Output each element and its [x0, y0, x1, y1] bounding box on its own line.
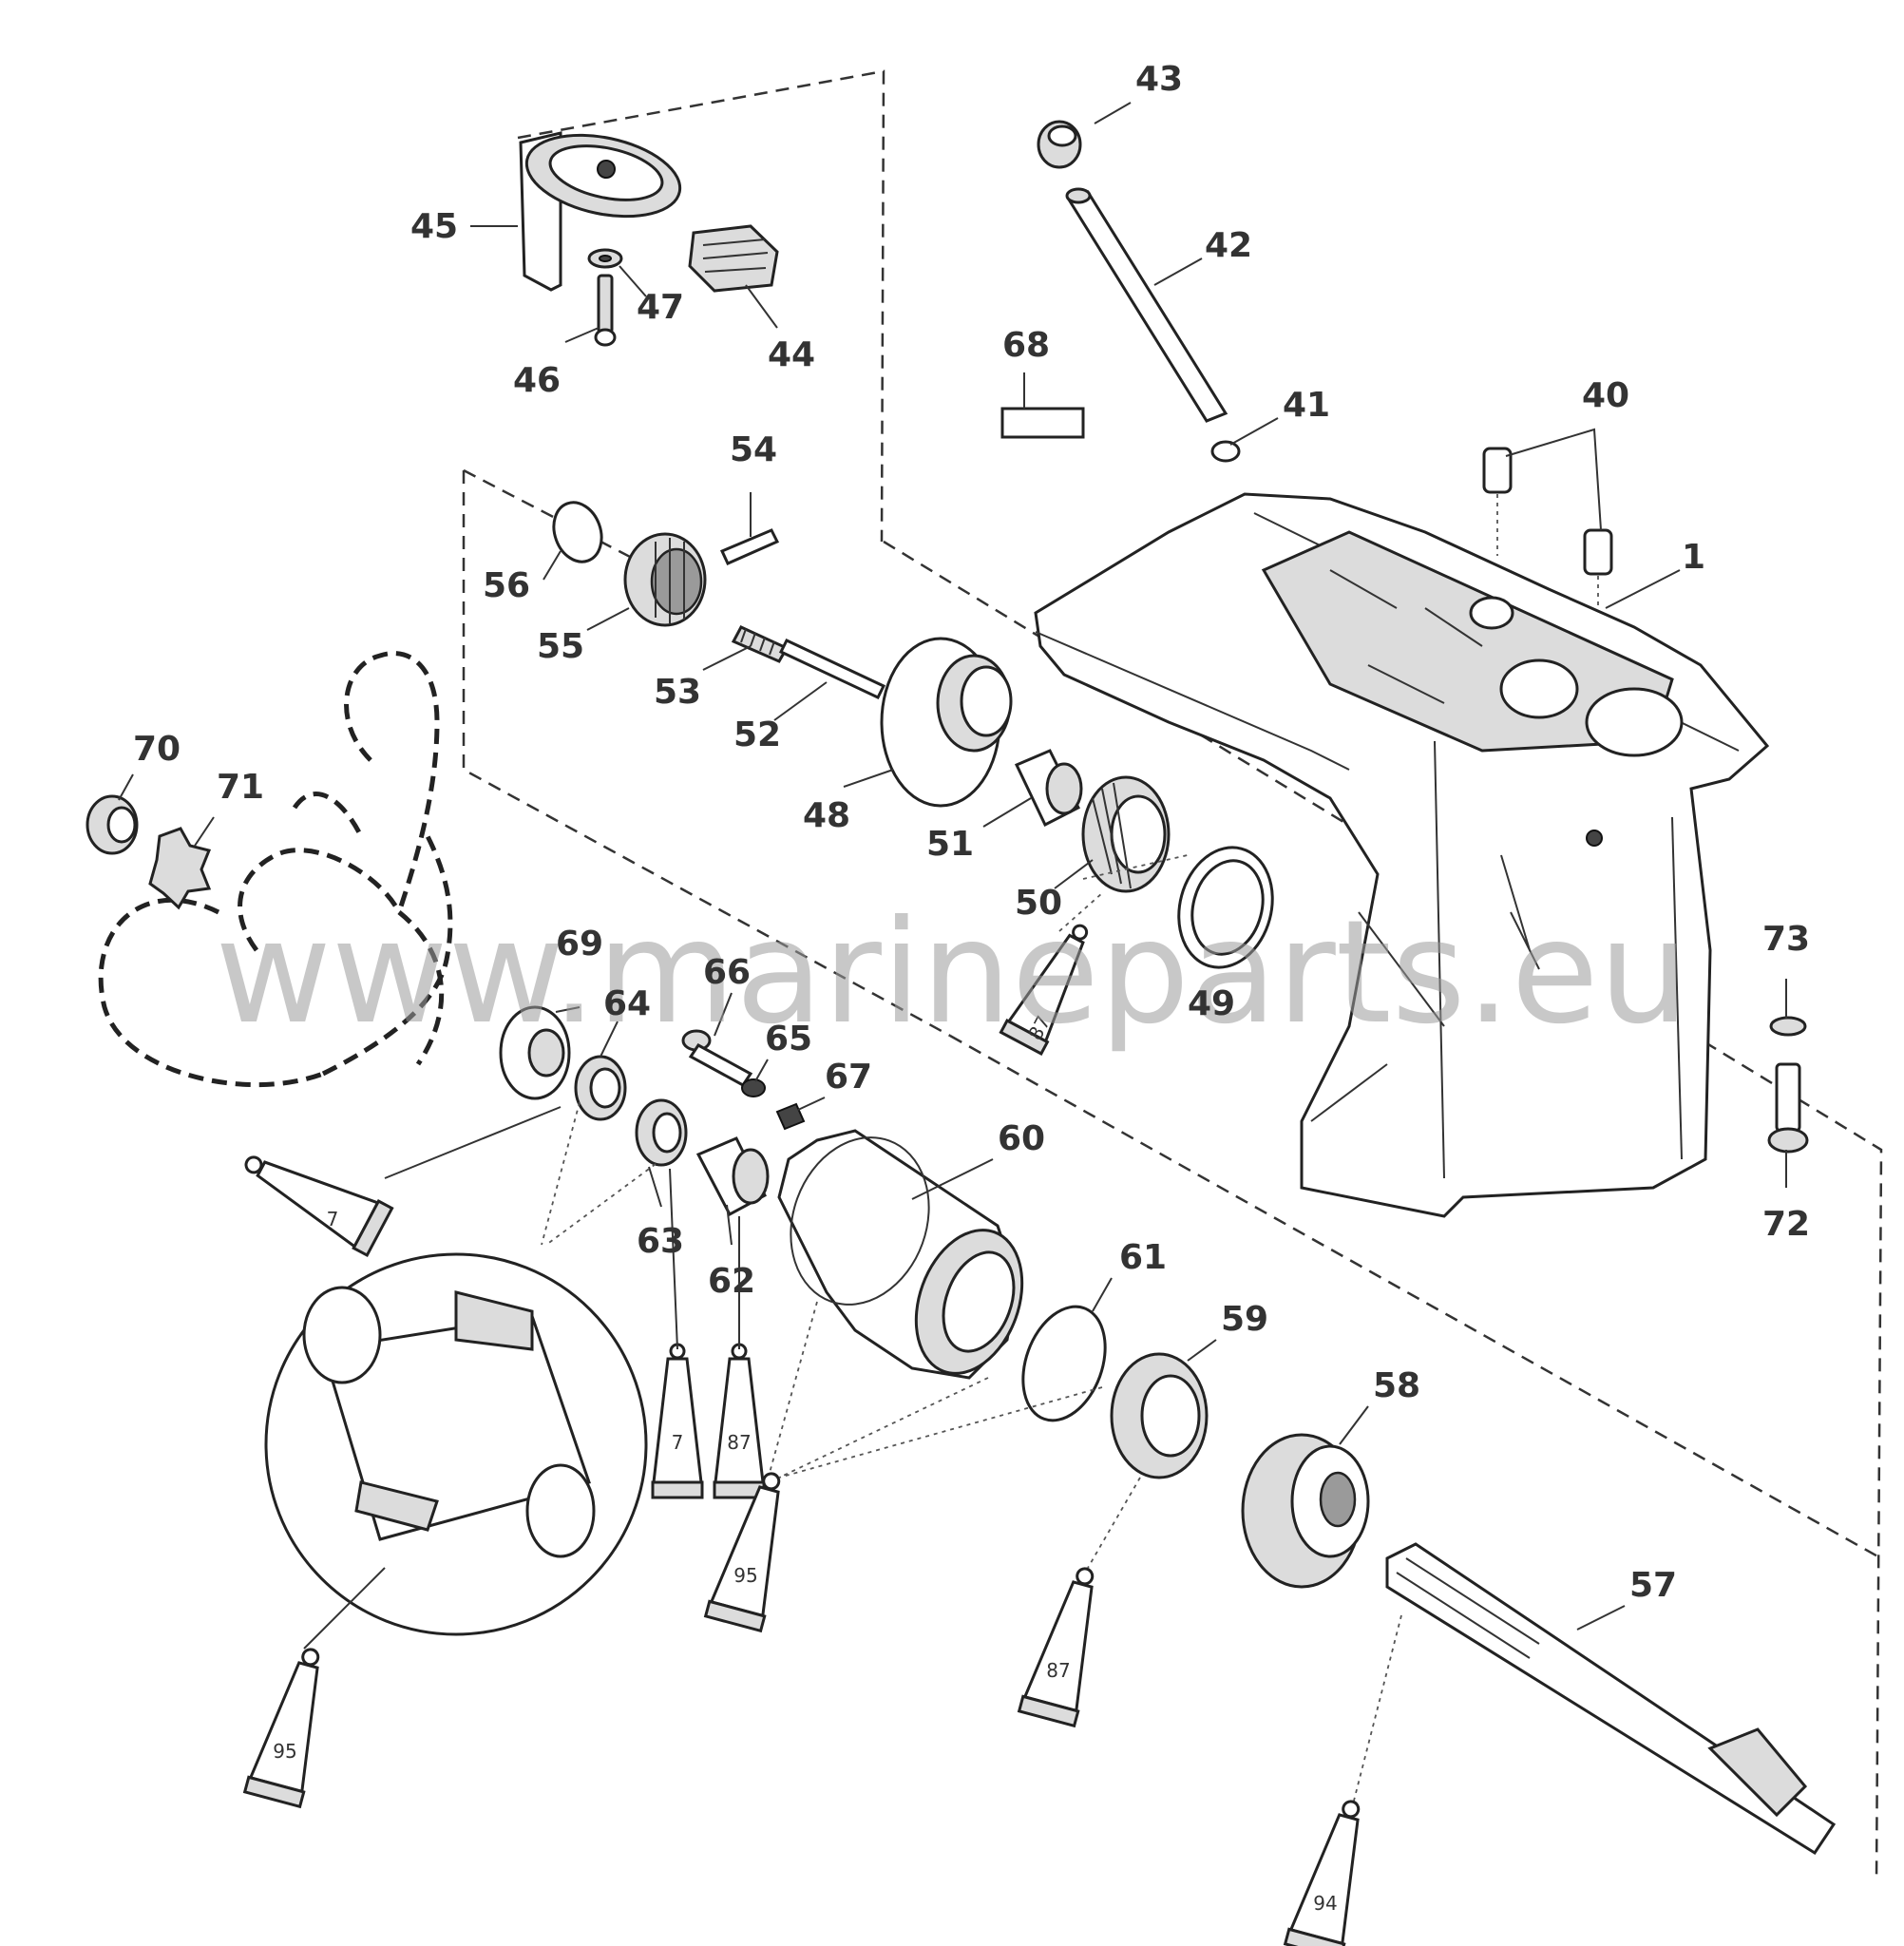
lubricant-tube-t-59: [1017, 1567, 1095, 1728]
part-1-gearcase-housing: [1034, 492, 1770, 1218]
part-50-tapered-bearing: [1081, 775, 1171, 893]
part-42-water-tube: [1065, 187, 1228, 423]
part-44-anode-block: [688, 224, 779, 293]
part-52-shift-shaft: [778, 639, 886, 699]
callout-69: 69: [556, 925, 603, 963]
part-57-propeller-shaft: [1385, 1542, 1837, 1856]
lubricant-tube-t-60: [703, 1472, 781, 1633]
part-59-ball-bearing: [1110, 1352, 1209, 1479]
part-49-bearing-cup: [1177, 846, 1274, 969]
part-63-seal: [635, 1098, 688, 1167]
part-69-thrust-hub: [499, 1005, 571, 1100]
part-67-insert: [775, 1102, 806, 1131]
callout-70: 70: [133, 730, 181, 769]
callout-73: 73: [1762, 920, 1810, 959]
callout-71: 71: [217, 768, 264, 807]
callout-68: 68: [1002, 326, 1050, 365]
callout-56: 56: [483, 566, 530, 605]
callout-40: 40: [1582, 376, 1629, 415]
callout-67: 67: [825, 1058, 872, 1097]
callout-41: 41: [1283, 386, 1330, 425]
callout-51: 51: [926, 825, 974, 864]
lubricant-tube-t-49: [999, 924, 1089, 1056]
part-72-bolt: [1767, 1062, 1809, 1154]
callout-49: 49: [1188, 984, 1235, 1023]
part-62-needle-bearing: [695, 1136, 770, 1217]
callout-numbers: 1 40 41 42 43 44 45 46 47 48 49 50 51 52…: [133, 60, 1810, 1605]
callout-59: 59: [1221, 1300, 1268, 1339]
callout-45: 45: [410, 207, 458, 246]
lubricant-code-t-64: 7: [327, 1208, 339, 1231]
detail-magnified-bushing: [264, 1252, 648, 1636]
part-41-seal: [1210, 440, 1241, 463]
part-55-clutch-dog: [623, 532, 707, 627]
lubricant-tube-t-63: [651, 1343, 704, 1499]
part-43-grommet: [1037, 120, 1082, 169]
part-58-forward-gear: [1241, 1433, 1370, 1589]
lubricant-code-t-60: 95: [733, 1564, 757, 1587]
lubricant-code-t-59: 87: [1046, 1659, 1070, 1682]
lubricant-codes: 87 7 7 87 95 95 87 94: [273, 1012, 1337, 1915]
callout-66: 66: [703, 953, 751, 992]
part-40-dowel-pins: [1482, 447, 1613, 722]
part-56-o-ring: [552, 501, 603, 563]
part-68-placeholder-box: [1000, 372, 1085, 439]
lubricant-code-t-detail: 95: [273, 1740, 296, 1763]
callout-46: 46: [513, 361, 561, 400]
part-53-spring: [731, 625, 790, 663]
part-64-seal: [574, 1055, 627, 1121]
part-61-o-ring: [1021, 1305, 1107, 1422]
callout-52: 52: [733, 715, 781, 754]
callout-63: 63: [637, 1222, 684, 1261]
callout-43: 43: [1135, 60, 1183, 99]
part-51-bushing: [1014, 749, 1083, 828]
watermark: www.marineparts.eu: [215, 890, 1689, 1056]
part-71-tab-washer: [148, 827, 212, 910]
callout-61: 61: [1119, 1238, 1167, 1277]
callout-44: 44: [768, 335, 815, 374]
assembly-frame-lines: [462, 69, 1883, 1882]
callout-58: 58: [1373, 1366, 1420, 1405]
lubricant-code-t-63: 7: [672, 1431, 684, 1454]
callout-1: 1: [1682, 538, 1705, 577]
part-65-washer: [741, 1078, 766, 1097]
leader-lines: [118, 102, 1787, 1802]
lubricant-code-t-57: 94: [1313, 1892, 1337, 1915]
callout-57: 57: [1629, 1566, 1677, 1605]
part-47-washer: [587, 248, 623, 269]
callout-72: 72: [1762, 1205, 1810, 1244]
part-46-screw: [594, 274, 617, 347]
callout-47: 47: [637, 288, 684, 327]
callout-54: 54: [730, 430, 777, 469]
part-45-trim-tab-anode: [519, 131, 682, 292]
callout-55: 55: [537, 627, 584, 666]
lubricant-tube-t-57: [1283, 1800, 1361, 1946]
lubricant-tube-t-detail: [242, 1648, 320, 1809]
lubricant-tube-t-62: [713, 1343, 766, 1499]
callout-62: 62: [708, 1262, 755, 1301]
propeller-phantom-outline: [98, 651, 453, 1088]
part-48-bearing-carrier: [880, 637, 1013, 808]
callout-42: 42: [1205, 226, 1252, 265]
part-70-prop-nut: [86, 794, 139, 855]
callout-60: 60: [998, 1119, 1045, 1158]
callout-65: 65: [765, 1020, 812, 1059]
part-60-bearing-housing: [777, 1129, 1024, 1380]
callout-50: 50: [1015, 884, 1062, 923]
part-73-washer: [1769, 1016, 1807, 1037]
callout-48: 48: [803, 796, 850, 835]
lubricant-tube-t-64: [244, 1155, 394, 1258]
callout-64: 64: [603, 984, 651, 1023]
lubricant-code-t-62: 87: [727, 1431, 751, 1454]
part-54-cross-pin: [719, 528, 780, 565]
callout-53: 53: [654, 673, 701, 712]
